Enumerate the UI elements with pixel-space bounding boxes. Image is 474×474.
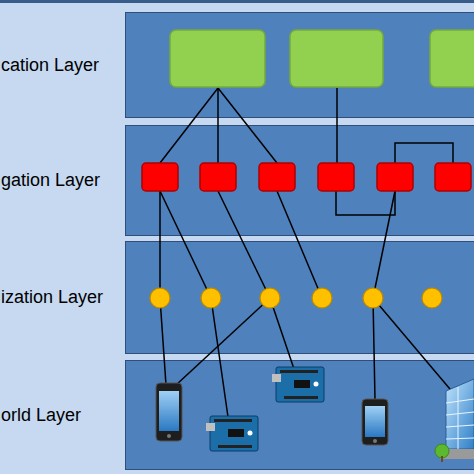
- layer-band: cation Layer: [125, 12, 474, 118]
- layer-band: ization Layer: [125, 241, 474, 354]
- layer-label: gation Layer: [1, 126, 123, 235]
- layer-band: gation Layer: [125, 125, 474, 236]
- layer-band: orld Layer: [125, 360, 474, 470]
- layer-label: orld Layer: [1, 361, 123, 469]
- layer-label: ization Layer: [1, 242, 123, 353]
- layer-label: cation Layer: [1, 13, 123, 117]
